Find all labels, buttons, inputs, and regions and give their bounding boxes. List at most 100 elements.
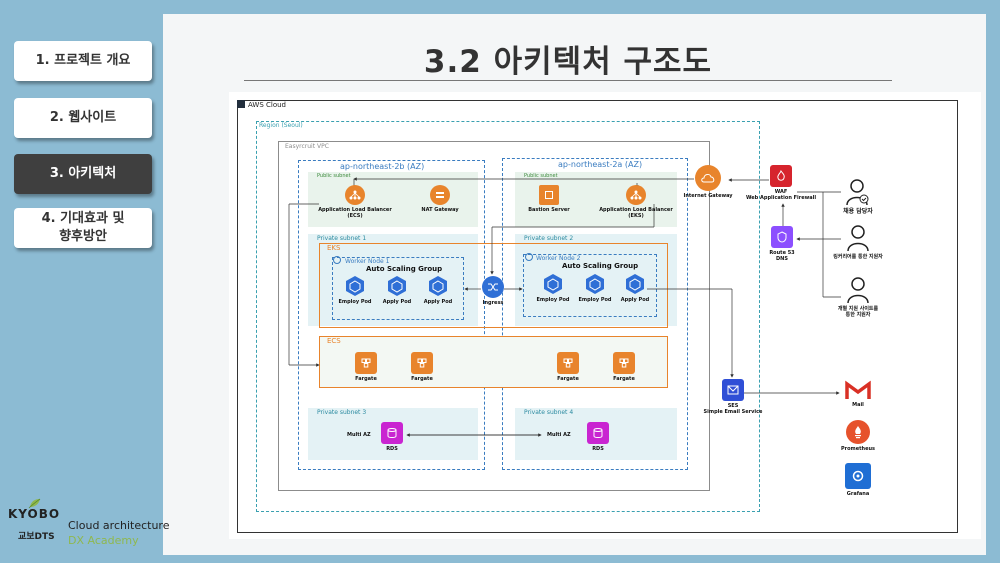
fargate-icon	[355, 352, 377, 374]
pod-icon	[543, 273, 563, 295]
internet-gateway-icon	[695, 165, 721, 191]
aws-cloud-label: AWS Cloud	[248, 101, 286, 109]
rds-right: RDS	[585, 422, 611, 452]
alb-ecs-sublabel: (ECS)	[347, 213, 363, 219]
private-subnet-3-label: Private subnet 3	[317, 409, 367, 416]
mail-label: Mail	[852, 402, 864, 408]
ses-sublabel: Simple Email Service	[703, 409, 763, 415]
grafana-icon	[845, 463, 871, 489]
user-recruiter: 채용 담당자	[830, 178, 886, 215]
public-subnet-label: Public subnet	[524, 173, 558, 179]
apply-pod: Apply Pod	[420, 275, 456, 305]
worker-node-1	[332, 257, 464, 320]
region-group	[256, 121, 760, 512]
nat-gateway: NAT Gateway	[418, 185, 462, 213]
k8s-icon	[333, 256, 341, 264]
fargate-label: Fargate	[557, 376, 579, 382]
fargate-icon	[557, 352, 579, 374]
pod-label: Employ Pod	[338, 299, 372, 305]
region-label: Region (Seoul)	[259, 122, 303, 129]
gmail-icon	[845, 380, 871, 400]
fargate-label: Fargate	[613, 376, 635, 382]
az-right-label: ap-northeast-2a (AZ)	[558, 160, 643, 169]
user-icon	[847, 224, 869, 252]
route53: Route 53 DNS	[765, 226, 799, 262]
page-title: 3.2 아키텍처 구조도	[423, 44, 713, 80]
prometheus-label: Prometheus	[840, 446, 876, 452]
waf: WAF Web Application Firewall	[746, 165, 816, 201]
nav-item-architecture[interactable]: 3. 아키텍처	[14, 154, 152, 194]
load-balancer-icon	[345, 185, 365, 205]
alb-eks: Application Load Balancer (EKS)	[599, 185, 673, 219]
ec2-icon	[539, 185, 559, 205]
asg-label: Auto Scaling Group	[366, 265, 443, 273]
pod-icon	[625, 273, 645, 295]
pod-label: Apply Pod	[423, 299, 453, 305]
pod-label: Apply Pod	[620, 297, 650, 303]
employ-pod: Employ Pod	[337, 275, 373, 305]
aws-cloud-group	[237, 100, 958, 533]
grafana-label: Grafana	[846, 491, 870, 497]
route53-label: Route 53	[769, 250, 795, 256]
fargate-task: Fargate	[351, 352, 381, 382]
asg-label: Auto Scaling Group	[562, 262, 639, 270]
leaf-icon	[28, 498, 41, 509]
rds-label: RDS	[386, 446, 398, 452]
connector-lines	[288, 177, 841, 437]
nat-label: NAT Gateway	[421, 207, 459, 213]
fargate-task: Fargate	[609, 352, 639, 382]
user-icon	[847, 276, 869, 304]
public-subnet-label: Public subnet	[317, 173, 351, 179]
database-icon	[587, 422, 609, 444]
rds-label: RDS	[592, 446, 604, 452]
prometheus-icon	[846, 420, 870, 444]
brand-name-korean: 교보DTS	[18, 532, 55, 542]
fargate-label: Fargate	[355, 376, 377, 382]
ingress: Ingress	[480, 276, 506, 306]
brand-name: KYOBO	[8, 507, 61, 521]
private-subnet-2-label: Private subnet 2	[524, 235, 574, 242]
title-divider	[244, 80, 892, 81]
vpc-label: Easyrcruit VPC	[285, 143, 329, 150]
user-linkareer-applicant: 링커리어를 통한 지원자	[818, 224, 898, 260]
waf-label: WAF	[774, 189, 788, 195]
email-icon	[722, 379, 744, 401]
fargate-label: Fargate	[411, 376, 433, 382]
nav-label: 4. 기대효과 및	[41, 211, 125, 227]
eks-label: EKS	[327, 244, 341, 252]
worker-node-2-label: Worker Node 2	[536, 255, 581, 262]
nat-gateway-icon	[430, 185, 450, 205]
fargate-task: Fargate	[553, 352, 583, 382]
route53-sublabel: DNS	[776, 256, 788, 262]
load-balancer-icon	[626, 185, 646, 205]
ingress-label: Ingress	[482, 300, 504, 306]
pod-icon	[585, 273, 605, 295]
employ-pod: Employ Pod	[535, 273, 571, 303]
nav-item-overview[interactable]: 1. 프로젝트 개요	[14, 41, 152, 81]
fargate-icon	[613, 352, 635, 374]
ecs-group	[319, 336, 668, 388]
database-icon	[381, 422, 403, 444]
ses: SES Simple Email Service	[703, 379, 763, 415]
nav-item-website[interactable]: 2. 웹사이트	[14, 98, 152, 138]
user-label: 채용 담당자	[843, 208, 873, 215]
user-site-applicant: 개별 지원 사이트를 통한 지원자	[818, 276, 898, 318]
grafana: Grafana	[840, 463, 876, 497]
shuffle-icon	[482, 276, 504, 298]
az-right	[502, 158, 688, 470]
user-check-icon	[846, 178, 870, 206]
firewall-icon	[770, 165, 792, 187]
internet-gateway: Internet Gateway	[683, 165, 733, 199]
multi-az-label: Multi AZ	[547, 432, 571, 438]
pod-icon	[428, 275, 448, 297]
rds-left: RDS	[379, 422, 405, 452]
aws-logo-icon	[237, 100, 245, 108]
eks-group	[319, 243, 668, 328]
apply-pod: Apply Pod	[379, 275, 415, 305]
worker-node-1-label: Worker Node 1	[345, 258, 390, 265]
user-label: 링커리어를 통한 지원자	[833, 254, 883, 260]
private-subnet-1-label: Private subnet 1	[317, 235, 367, 242]
academy-line-2: DX Academy	[68, 534, 139, 547]
bastion-server: Bastion Server	[527, 185, 571, 213]
